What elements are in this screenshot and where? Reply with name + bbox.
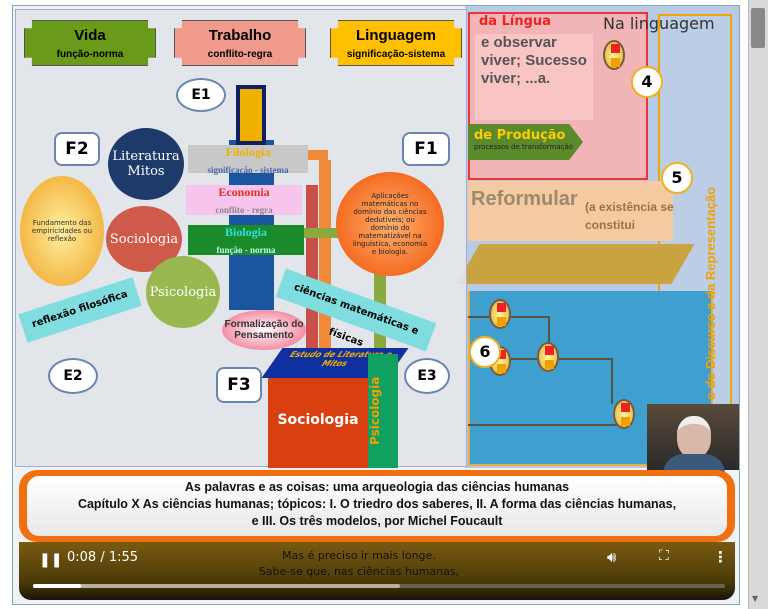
- page-scrollbar[interactable]: [748, 0, 768, 609]
- volume-icon[interactable]: 🔊︎: [607, 548, 617, 566]
- cube-icon: [613, 399, 635, 429]
- reflexao-arrow: reflexão filosófica: [18, 277, 142, 343]
- scrollbar-thumb[interactable]: [751, 8, 765, 48]
- cube-icon: [489, 299, 511, 329]
- tag-sub: função-norma: [56, 49, 124, 60]
- band-filologia: Filologia significação - sistema: [188, 145, 308, 175]
- tag-trabalho: Trabalho conflito-regra: [174, 20, 306, 66]
- reformular-box: [468, 181, 673, 241]
- tag-title: Linguagem: [355, 27, 436, 44]
- subtitles: Mas é preciso ir mais longe. Sabe-se que…: [229, 548, 489, 580]
- vertical-title: o do Discurso e da Representação: [703, 186, 718, 400]
- producao-sub: processos de transformação: [474, 143, 574, 151]
- progress-played: [33, 584, 82, 588]
- tag-title: Vida: [74, 27, 106, 44]
- caption-line-2: Capítulo X As ciências humanas; tópicos:…: [77, 497, 677, 511]
- band-name: Biologia: [224, 225, 267, 239]
- caption-banner: As palavras e as coisas: uma arqueologia…: [19, 470, 735, 542]
- step-number-4: 4: [631, 66, 663, 98]
- aplicacoes-circle: Aplicações matemáticas no domínio das ci…: [336, 172, 444, 276]
- existencia-text: (a existência se constitui: [585, 200, 674, 232]
- step-number-5: 5: [661, 162, 693, 194]
- subtitle-line: Mas é preciso ir mais longe.: [282, 549, 436, 562]
- progress-buffered: [33, 584, 400, 588]
- label-f1: F1: [402, 132, 450, 166]
- lighthouse-icon: [236, 85, 266, 145]
- band-desc: função - norma: [216, 245, 276, 255]
- label-e3: E3: [404, 358, 450, 394]
- presenter-body: [663, 454, 725, 474]
- tag-sub: significação-sistema: [346, 49, 446, 60]
- video-player[interactable]: e observar viver; Sucesso viver; ...a. d…: [12, 5, 740, 605]
- green-arrow-head: [278, 228, 378, 238]
- tag-vida: Vida função-norma: [24, 20, 156, 66]
- label-f3: F3: [216, 367, 262, 403]
- step-number-6: 6: [469, 336, 501, 368]
- na-linguagem-label: Na linguagem: [603, 14, 715, 33]
- label-e2: E2: [48, 358, 98, 394]
- band-economia: Economia conflito - regra: [186, 185, 302, 215]
- label-f2: F2: [54, 132, 100, 166]
- webcam-overlay: [647, 404, 739, 474]
- cube-icon: [603, 40, 625, 70]
- band-desc: significação - sistema: [207, 165, 289, 175]
- fullscreen-icon[interactable]: ⛶: [659, 548, 669, 564]
- formalizacao-ellipse: Formalização do Pensamento: [222, 310, 306, 350]
- band-biologia: Biologia função - norma: [188, 225, 304, 255]
- cube-side-psicologia: Psicologia: [368, 354, 398, 468]
- subtitle-line: Sabe-se que, nas ciências humanas,: [258, 565, 460, 578]
- pause-icon[interactable]: ❚❚: [39, 552, 63, 568]
- circle-literatura-mitos: Literatura Mitos: [108, 128, 184, 200]
- cube-front-sociologia: Sociologia: [268, 378, 368, 468]
- shelf-shape: [456, 244, 695, 284]
- scroll-down-arrow-icon[interactable]: ▼: [752, 594, 759, 603]
- tag-sub: conflito-regra: [207, 49, 273, 60]
- pink-text: e observar viver; Sucesso viver; ...a.: [475, 34, 593, 120]
- tag-title: Trabalho: [208, 27, 272, 44]
- caption-line-1: As palavras e as coisas: uma arqueologia…: [184, 480, 570, 494]
- band-name: Filologia: [225, 145, 271, 159]
- player-controls: ❚❚ 0:08 / 1:55 Mas é preciso ir mais lon…: [19, 542, 735, 600]
- band-name: Economia: [218, 185, 270, 199]
- progress-bar[interactable]: [33, 584, 725, 588]
- more-vertical-icon[interactable]: ⋮: [713, 548, 728, 566]
- presenter-face: [677, 416, 711, 458]
- reformular-label: Reformular: [471, 188, 578, 210]
- caption-text: As palavras e as coisas: uma arqueologia…: [27, 476, 727, 536]
- cube-icon: [537, 342, 559, 372]
- tag-linguagem: Linguagem significação-sistema: [330, 20, 462, 66]
- label-e1: E1: [176, 78, 226, 112]
- time-display: 0:08 / 1:55: [67, 550, 139, 565]
- producao-label: de Produção: [474, 128, 566, 143]
- circle-psicologia: Psicologia: [146, 256, 220, 328]
- fundamento-circle: Fundamento das empiricidades ou reflexão: [20, 176, 104, 286]
- lingua-title: da Língua: [479, 14, 551, 29]
- caption-line-3: e III. Os três modelos, por Michel Fouca…: [251, 514, 503, 528]
- band-desc: conflito - regra: [215, 205, 273, 215]
